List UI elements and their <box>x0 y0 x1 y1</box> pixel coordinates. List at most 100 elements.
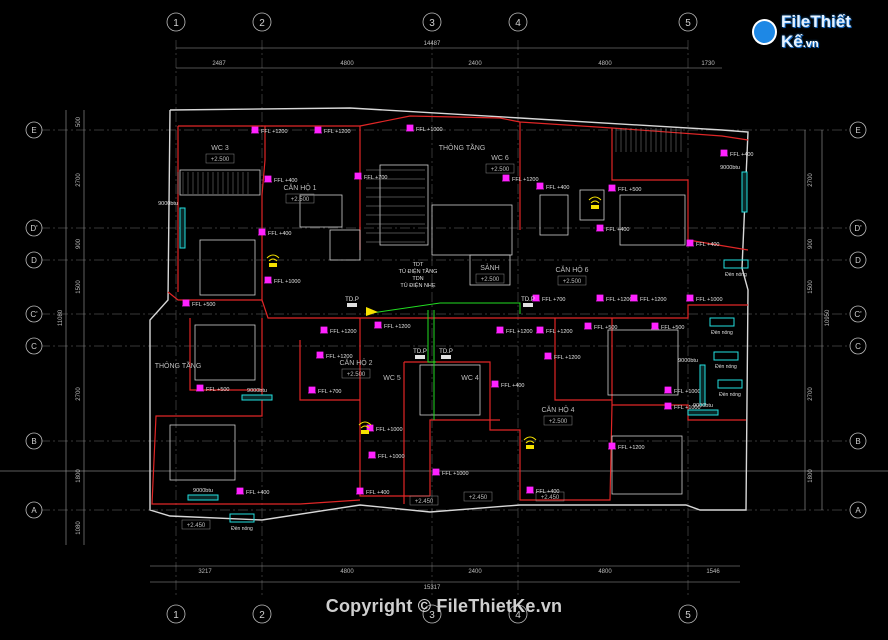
water-heater-icon <box>723 259 749 269</box>
fixture-label: FFL +1200 <box>384 324 411 330</box>
level-box <box>285 193 315 204</box>
water-heater-icon <box>717 379 743 389</box>
room-label: CĂN HỘ 1 <box>283 183 316 192</box>
grid-bubble-label: B <box>31 437 36 446</box>
ac-unit-label: 9000btu <box>247 388 267 394</box>
wifi-icon <box>523 436 537 444</box>
grid-bubble-label: C <box>855 342 861 351</box>
dimension-text: 2400 <box>468 61 482 67</box>
grid-bubble <box>849 219 867 237</box>
grid-bubble-label: A <box>31 506 37 515</box>
socket-icon <box>374 321 382 329</box>
wifi-icon <box>358 421 372 429</box>
ac-unit-icon <box>687 409 719 416</box>
router-icon <box>269 263 277 267</box>
level-label: +2.500 <box>481 277 500 283</box>
fixture-label: FFL +500 <box>192 302 216 308</box>
furniture-block <box>179 169 261 196</box>
router-icon <box>361 430 369 434</box>
wall <box>360 304 748 319</box>
level-label: +2.500 <box>563 279 582 285</box>
logo-brand: FileThiết Kế.vn <box>780 12 851 51</box>
fixture-label: FFL +1000 <box>376 427 403 433</box>
dimension-text: 1730 <box>701 61 715 67</box>
grid-bubble-label: C' <box>854 310 862 319</box>
main-panel-label: TỦ ĐIỆN NHẸ <box>400 281 435 289</box>
grid-bubble-label: A <box>855 506 861 515</box>
grid-bubble <box>166 604 186 624</box>
water-heater-label: Đèn nóng <box>725 272 747 278</box>
dimension-text: 14487 <box>424 41 441 47</box>
water-heater-icon <box>229 513 255 523</box>
wall <box>611 318 746 421</box>
socket-icon <box>368 451 376 459</box>
wiring-line <box>371 302 521 314</box>
fixture-label: FFL +700 <box>364 175 388 181</box>
ac-unit-icon <box>241 394 273 401</box>
fixture-label: FFL +1200 <box>546 329 573 335</box>
ac-unit-icon <box>187 494 219 501</box>
room-label: CĂN HỘ 2 <box>339 358 372 367</box>
socket-icon <box>320 326 328 334</box>
fixture-label: FFL +700 <box>318 389 342 395</box>
socket-icon <box>264 175 272 183</box>
wall <box>554 318 612 401</box>
panel-label: TD.P <box>345 297 359 303</box>
wall <box>149 107 749 521</box>
water-heater-icon <box>713 351 739 361</box>
grid-bubble-label: 5 <box>685 610 691 621</box>
dimension-text: 500 <box>76 116 82 127</box>
socket-icon <box>536 326 544 334</box>
socket-icon <box>432 468 440 476</box>
socket-icon <box>196 384 204 392</box>
ac-unit-icon <box>179 207 186 249</box>
furniture-block <box>579 189 605 221</box>
grid-bubble <box>25 501 43 519</box>
wall <box>404 361 613 501</box>
level-label: +2.450 <box>187 523 206 529</box>
watermark-logo: FileThiết Kế.vn <box>752 12 888 52</box>
grid-bubble <box>252 12 272 32</box>
socket-icon <box>316 351 324 359</box>
grid-bubble <box>166 12 186 32</box>
wall <box>299 340 360 401</box>
ac-unit-label: 9000btu <box>193 488 213 494</box>
dimension-text: 1500 <box>808 280 814 294</box>
dimension-text: 15317 <box>424 585 441 591</box>
grid-bubble-label: D <box>31 256 37 265</box>
fixture-label: FFL +1000 <box>674 405 701 411</box>
grid-bubble-label: 2 <box>259 610 265 621</box>
socket-icon <box>686 239 694 247</box>
furniture-block <box>419 364 481 416</box>
socket-icon <box>608 442 616 450</box>
grid-bubble <box>849 432 867 450</box>
level-box <box>409 495 439 506</box>
level-box <box>543 415 573 426</box>
grid-bubble-label: 1 <box>173 610 179 621</box>
dimension-text: 1800 <box>808 469 814 483</box>
furniture-block <box>619 194 686 246</box>
fixture-label: FFL +1200 <box>261 129 288 135</box>
room-label: WC 6 <box>491 155 509 162</box>
water-heater-label: Đèn nóng <box>719 392 741 398</box>
socket-icon <box>308 386 316 394</box>
level-label: +2.450 <box>469 495 488 501</box>
socket-icon <box>608 184 616 192</box>
dimension-text: 2700 <box>808 387 814 401</box>
dimension-text: 900 <box>808 238 814 249</box>
fixture-label: FFL +400 <box>696 242 720 248</box>
socket-icon <box>664 386 672 394</box>
fixture-label: FFL +1200 <box>506 329 533 335</box>
fixture-label: FFL +400 <box>501 383 525 389</box>
socket-icon <box>406 124 414 132</box>
furniture-block <box>607 329 679 396</box>
socket-icon <box>236 487 244 495</box>
fixture-label: FFL +1000 <box>674 389 701 395</box>
grid-bubble <box>678 604 698 624</box>
grid-bubble-label: 4 <box>515 610 521 621</box>
fixture-label: FFL +1000 <box>696 297 723 303</box>
fixture-label: FFL +1000 <box>274 279 301 285</box>
grid-bubble <box>678 12 698 32</box>
